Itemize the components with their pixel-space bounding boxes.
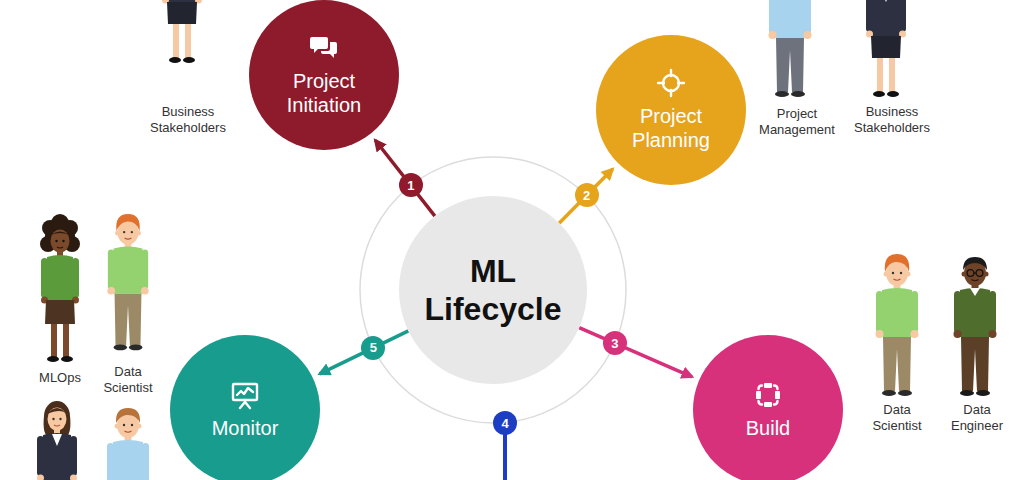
person-figure (40, 214, 80, 362)
role-label: Data Engineer (945, 402, 1009, 435)
callout-number: 4 (493, 411, 517, 435)
stage-icon (309, 33, 339, 63)
person-figure (37, 401, 77, 480)
callout-number: 2 (575, 183, 599, 207)
lifecycle-ring (360, 157, 626, 423)
role-label: Business Stakeholders (138, 104, 238, 137)
stage-arrow (375, 140, 435, 216)
stage-circle: Project Planning (596, 35, 746, 185)
stage-title: Build (746, 416, 790, 440)
person-figure (769, 0, 812, 97)
stage-circle: Build (693, 335, 843, 480)
hub-title: ML Lifecycle (413, 252, 573, 329)
role-label: Data Scientist (865, 402, 929, 435)
person-figure (107, 214, 148, 350)
stage-icon (753, 380, 783, 410)
role-label: Data Scientist (96, 364, 160, 397)
stage-icon (230, 380, 260, 410)
stage-arrow (579, 328, 692, 377)
person-figure (866, 0, 906, 97)
role-label: MLOps (30, 370, 90, 386)
stage-circle: Monitor (170, 335, 320, 480)
callout-number: 3 (603, 331, 627, 355)
person-figure (107, 408, 150, 480)
hub-circle: ML Lifecycle (399, 196, 587, 384)
stage-icon (656, 68, 686, 98)
stage-arrow (559, 169, 613, 223)
role-label: Project Management (752, 106, 842, 139)
person-figure (876, 254, 919, 396)
stage-arrow (503, 434, 507, 480)
stage-arrow (320, 331, 409, 374)
role-label: Business Stakeholders (844, 104, 940, 137)
stage-title: Project Planning (611, 104, 731, 152)
stage-title: Project Initiation (264, 69, 384, 117)
person-figure (954, 257, 997, 396)
person-figure (162, 0, 202, 63)
stage-title: Monitor (212, 416, 279, 440)
stage-circle: Project Initiation (249, 0, 399, 150)
